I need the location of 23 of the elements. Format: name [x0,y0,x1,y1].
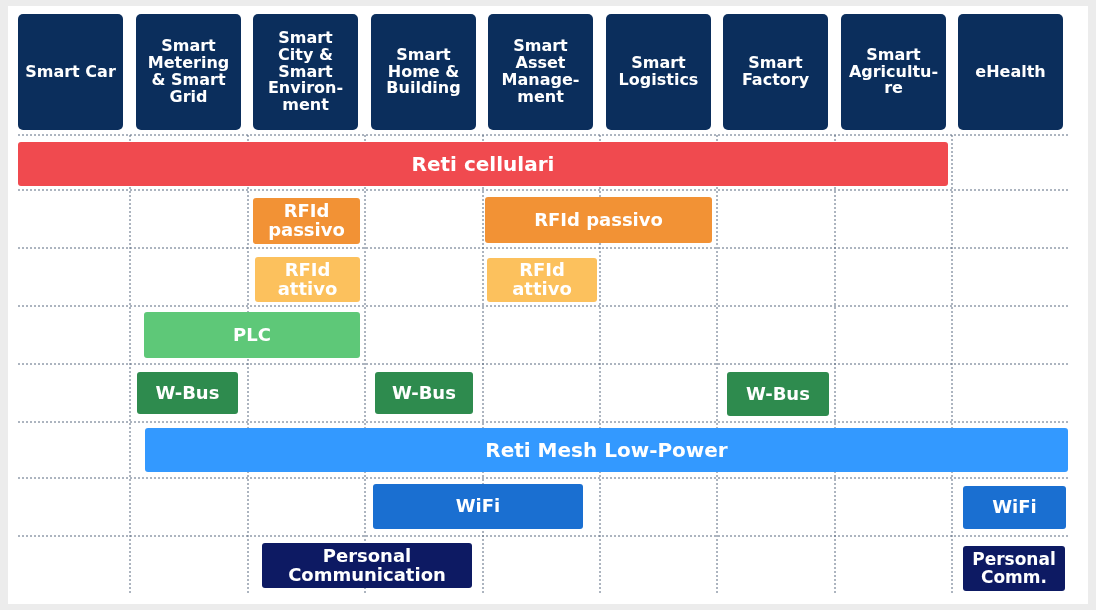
technology-bar: RFId passivo [485,197,712,243]
category-header: Smart Metering & Smart Grid [136,14,241,130]
technology-bar: WiFi [373,484,583,529]
technology-bar: W-Bus [375,372,473,414]
technology-bar: Personal Comm. [963,546,1065,591]
technology-bar: Reti cellulari [18,142,948,186]
technology-bar: WiFi [963,486,1066,529]
category-header: eHealth [958,14,1063,130]
category-header: Smart Logistics [606,14,711,130]
category-header: Smart Car [18,14,123,130]
category-header: Smart Agricultu-re [841,14,946,130]
technology-bar: RFId passivo [253,198,360,244]
category-header: Smart City & Smart Environ-ment [253,14,358,130]
technology-bar: Personal Communication [262,543,472,588]
technology-bar: PLC [144,312,360,358]
category-header: Smart Asset Manage-ment [488,14,593,130]
category-header: Smart Factory [723,14,828,130]
technology-bar: RFId attivo [255,257,360,302]
technology-bar: W-Bus [137,372,238,414]
technology-bar: W-Bus [727,372,829,416]
technology-bar: Reti Mesh Low-Power [145,428,1068,472]
technology-bar: RFId attivo [487,258,597,302]
category-header: Smart Home & Building [371,14,476,130]
